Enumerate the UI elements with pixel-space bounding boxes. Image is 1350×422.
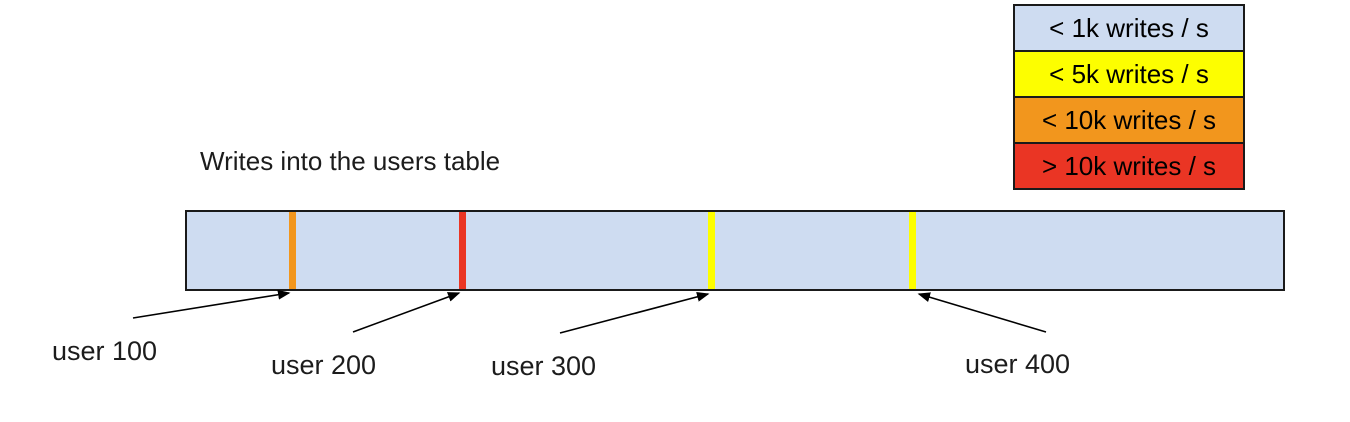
write-hotspot-marker-user-400 <box>909 212 916 289</box>
users-table-bar <box>185 210 1285 291</box>
legend-item-lt-5k: < 5k writes / s <box>1013 50 1245 98</box>
arrow-user-300 <box>559 291 710 334</box>
arrow-user-200 <box>352 292 461 333</box>
legend-item-lt-10k: < 10k writes / s <box>1013 96 1245 144</box>
diagram-title: Writes into the users table <box>200 146 501 176</box>
legend: < 1k writes / s < 5k writes / s < 10k wr… <box>1013 4 1245 190</box>
legend-item-gt-10k: > 10k writes / s <box>1013 142 1245 190</box>
write-hotspot-marker-user-200 <box>459 212 466 289</box>
label-user-400: user 400 <box>965 349 1071 379</box>
write-hotspot-marker-user-300 <box>708 212 715 289</box>
label-user-300: user 300 <box>491 351 597 381</box>
legend-item-lt-1k: < 1k writes / s <box>1013 4 1245 52</box>
arrow-user-100 <box>132 289 291 319</box>
arrow-user-400 <box>917 292 1047 333</box>
label-user-200: user 200 <box>271 350 377 380</box>
label-user-100: user 100 <box>52 336 158 366</box>
write-hotspot-marker-user-100 <box>289 212 296 289</box>
